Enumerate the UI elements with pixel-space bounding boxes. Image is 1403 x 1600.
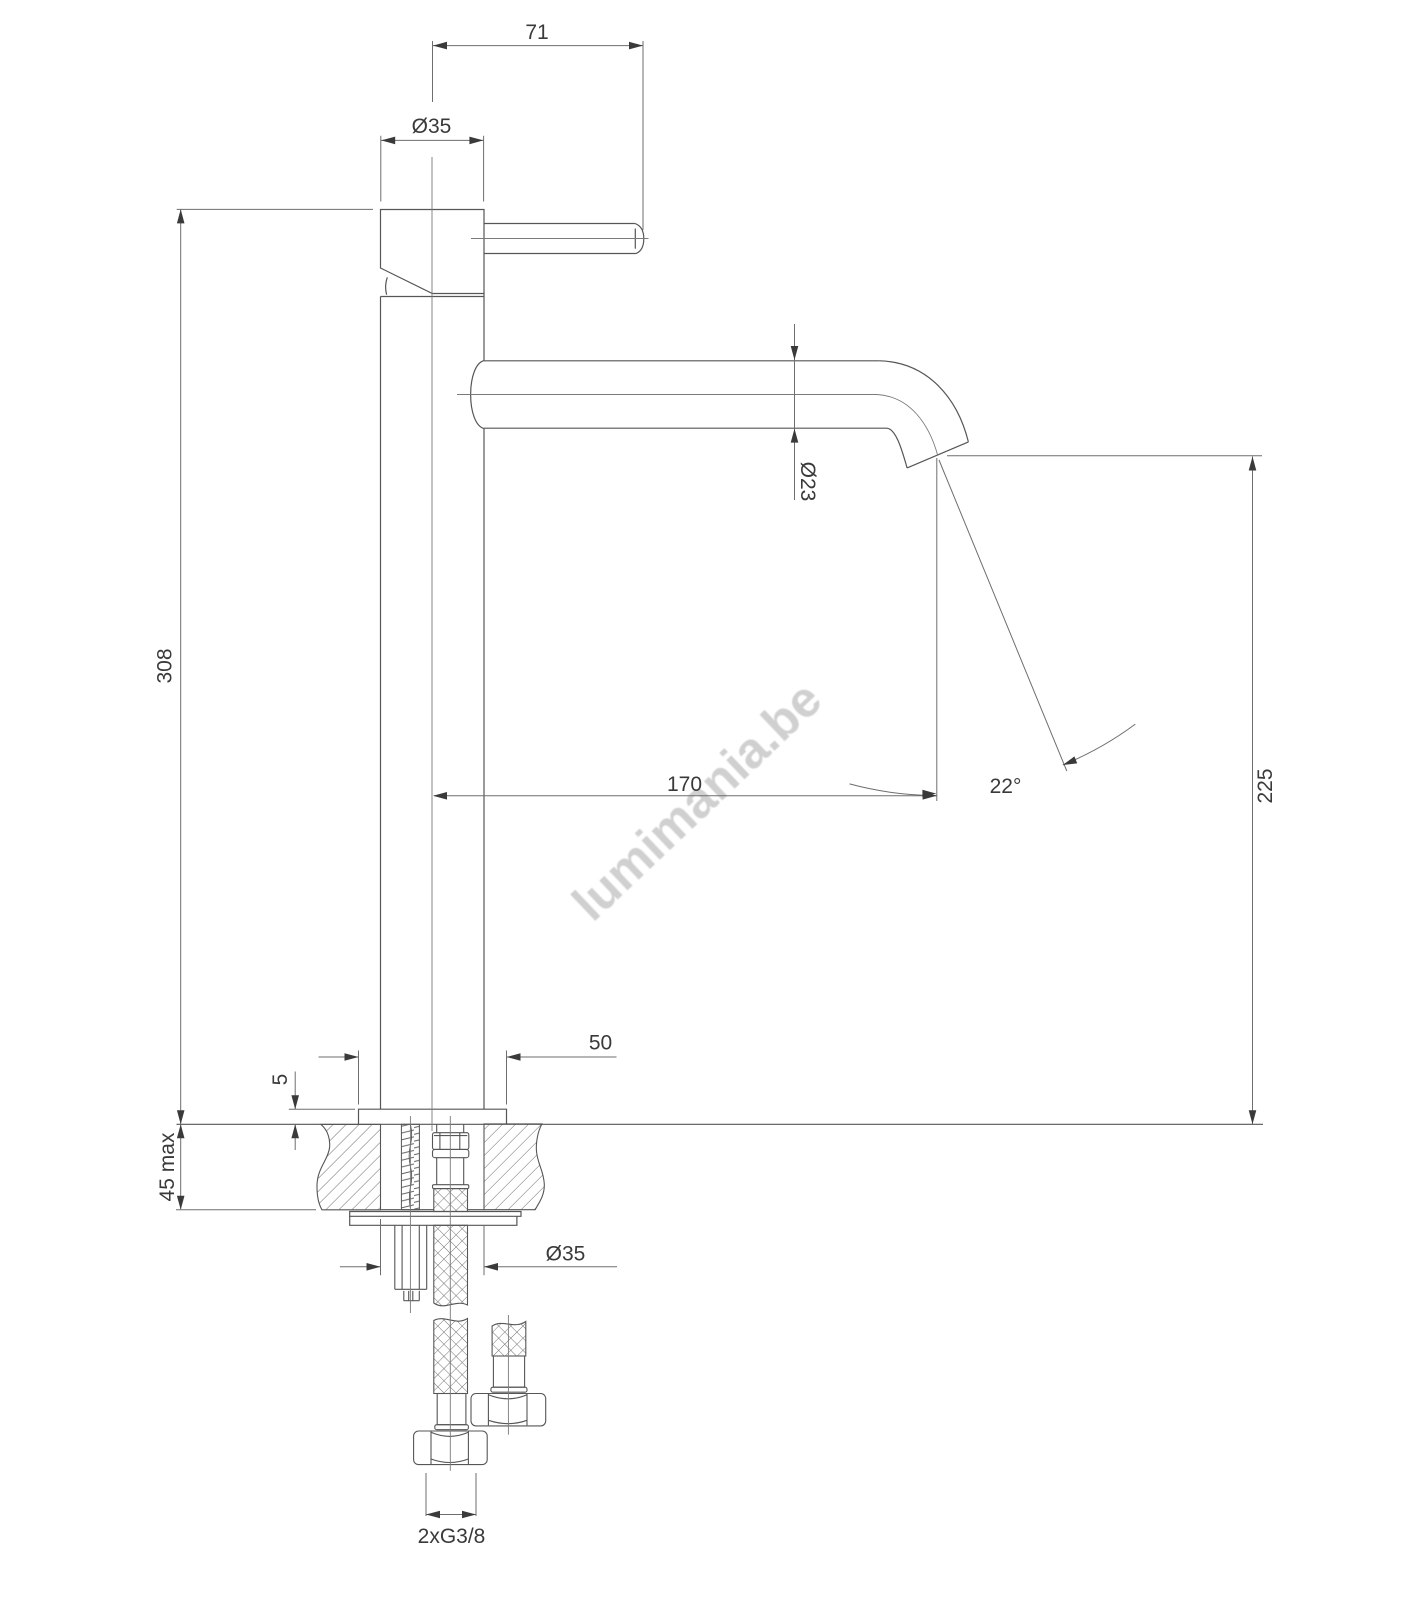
- svg-text:Ø35: Ø35: [412, 115, 452, 138]
- svg-text:170: 170: [667, 773, 702, 796]
- svg-text:45 max: 45 max: [156, 1132, 179, 1201]
- svg-text:2xG3/8: 2xG3/8: [418, 1525, 486, 1548]
- svg-text:50: 50: [589, 1032, 612, 1055]
- svg-text:5: 5: [269, 1074, 292, 1086]
- svg-text:Ø35: Ø35: [546, 1243, 586, 1266]
- svg-text:225: 225: [1254, 768, 1277, 803]
- svg-text:22°: 22°: [990, 775, 1022, 798]
- svg-text:71: 71: [525, 21, 548, 44]
- svg-text:308: 308: [154, 648, 177, 683]
- svg-text:Ø23: Ø23: [796, 462, 819, 502]
